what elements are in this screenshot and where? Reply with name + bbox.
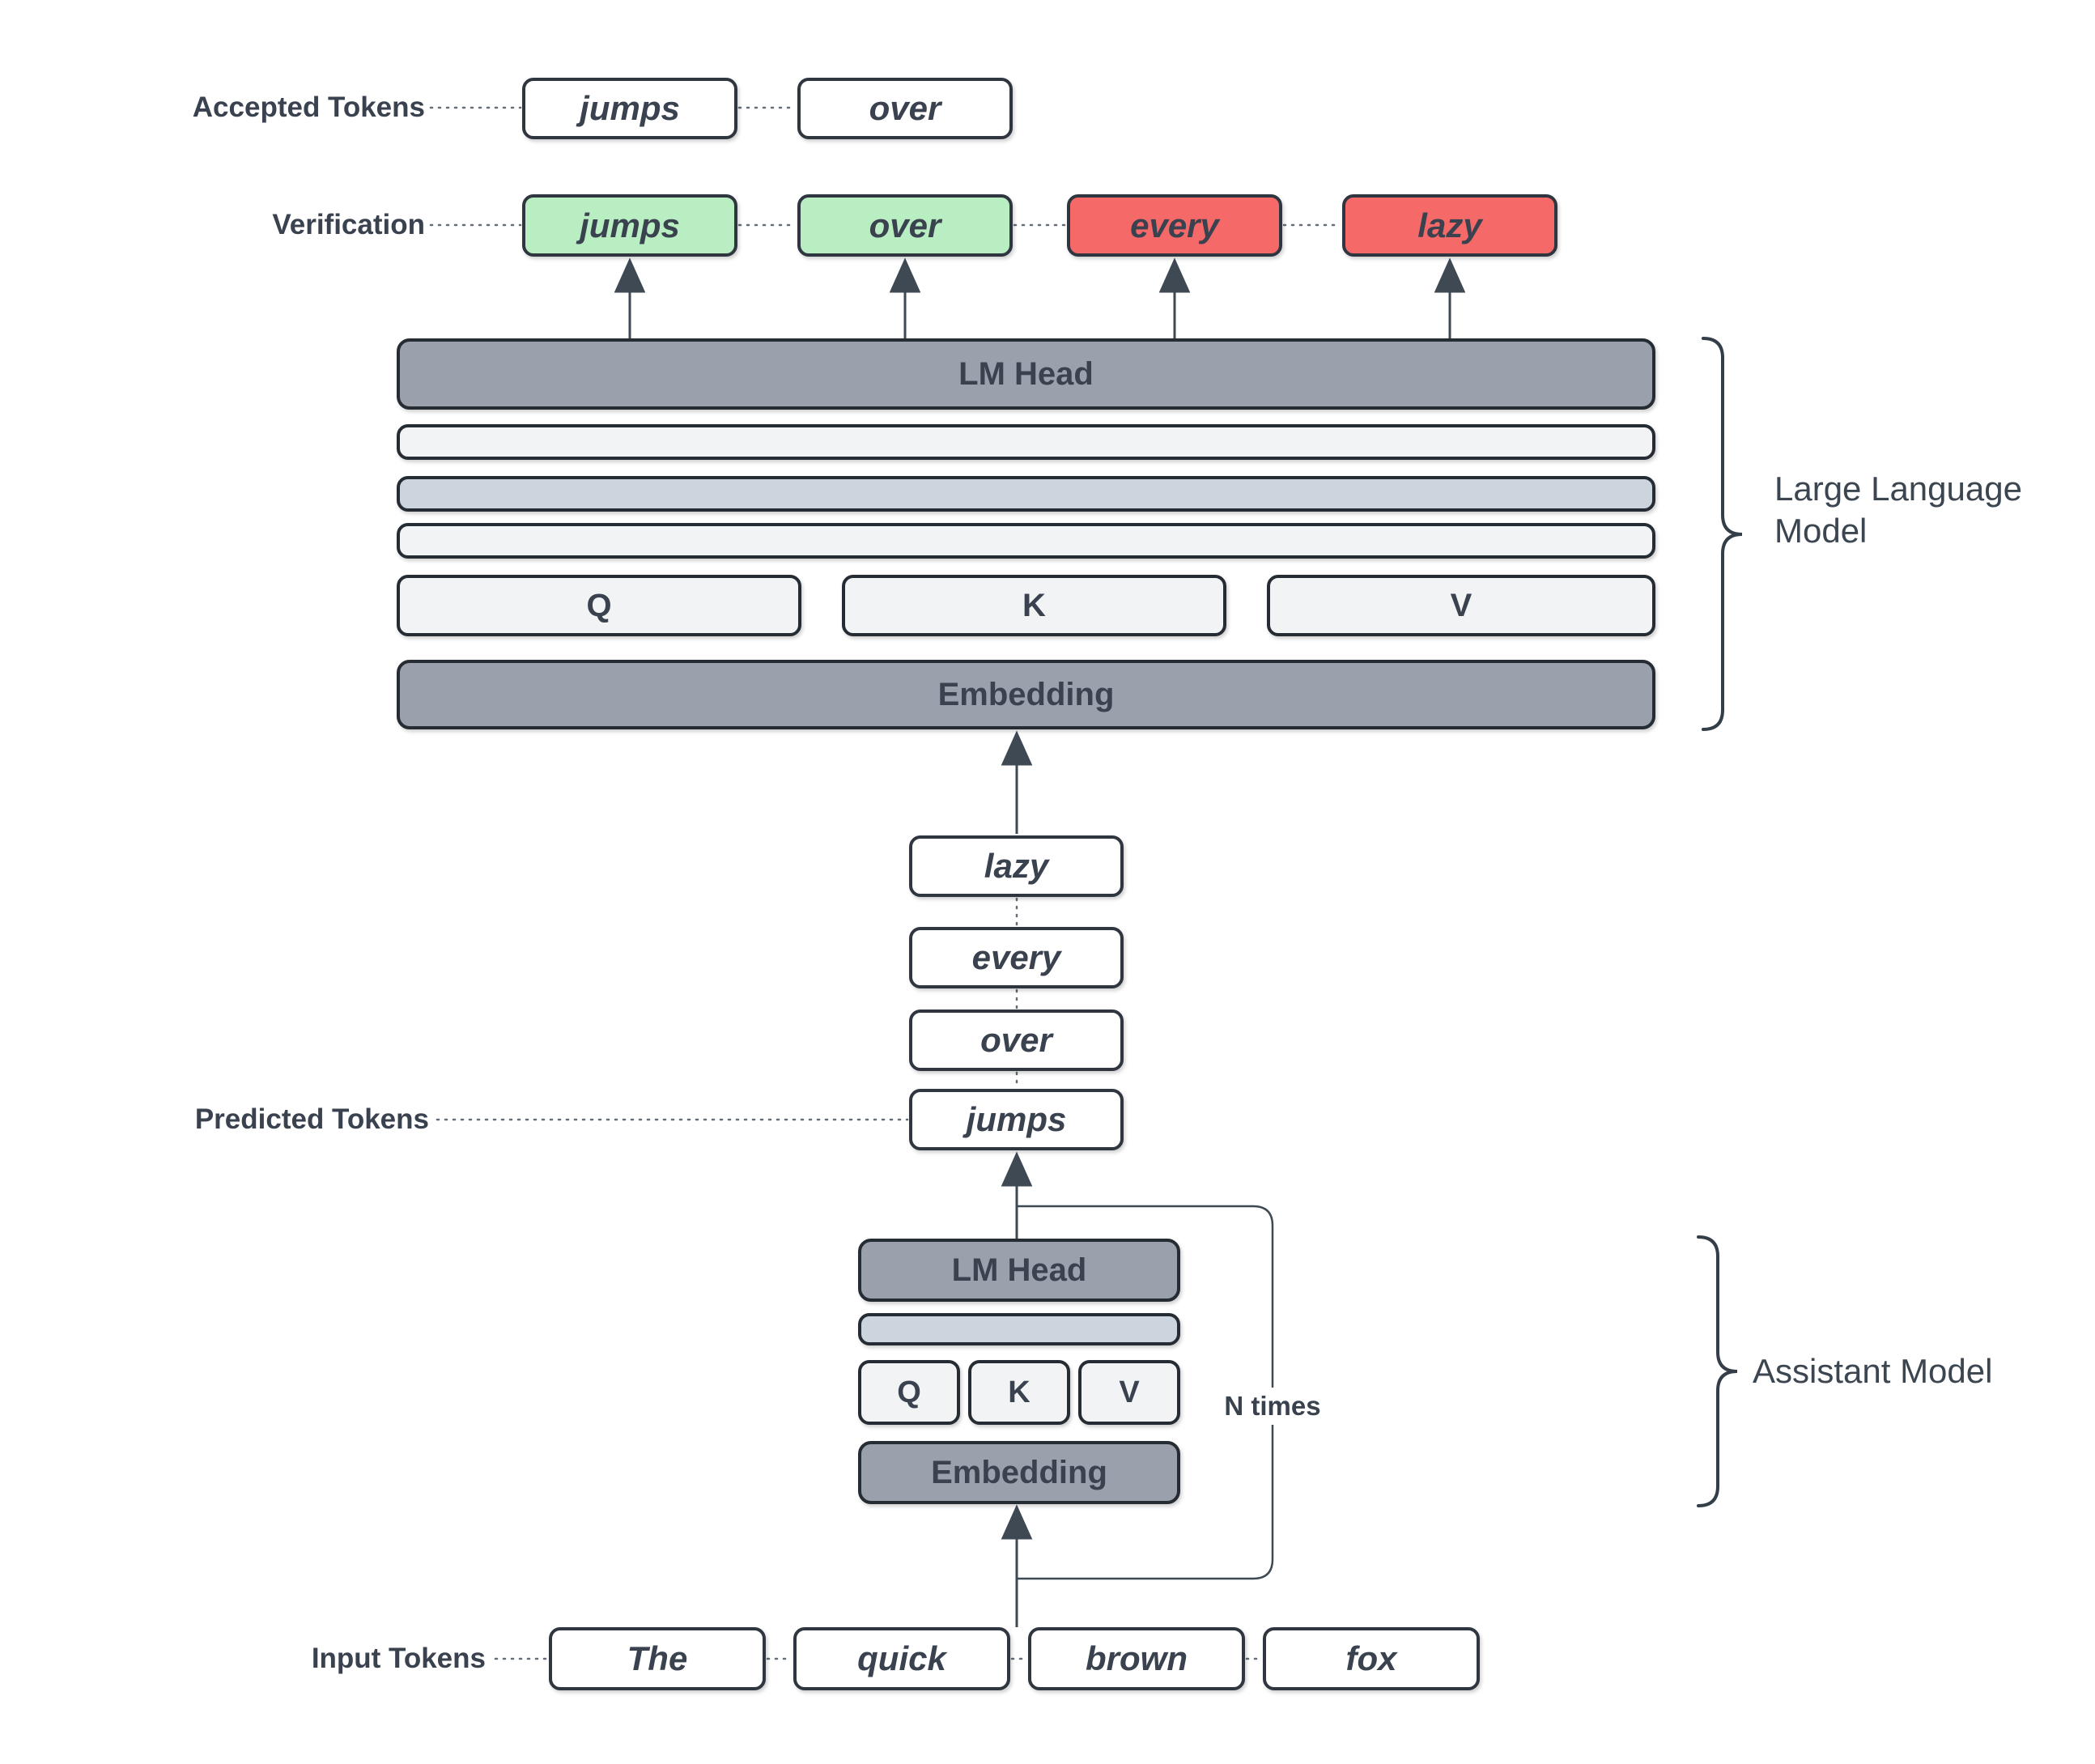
- input-token-fox: fox: [1263, 1627, 1480, 1690]
- llm-layer-2: [397, 476, 1655, 512]
- llm-brace-label: Large Language Model: [1774, 470, 2022, 550]
- llm-lm-head: LM Head: [397, 338, 1655, 410]
- predicted-tokens-label: Predicted Tokens: [194, 1103, 429, 1135]
- assistant-layer-1: [858, 1313, 1180, 1345]
- llm-embedding: Embedding: [397, 660, 1655, 729]
- n-times-label: N times: [1216, 1388, 1329, 1425]
- llm-layer-3: [397, 523, 1655, 559]
- verification-token-over: over: [797, 194, 1013, 257]
- llm-brace: [1702, 337, 1743, 731]
- predicted-to-llm-arrow: [1001, 730, 1033, 834]
- accepted-token-jumps: jumps: [522, 78, 737, 139]
- verification-token-every: every: [1067, 194, 1282, 257]
- assistant-brace: [1697, 1235, 1738, 1507]
- input-token-quick: quick: [793, 1627, 1010, 1690]
- predicted-token-lazy: lazy: [909, 835, 1124, 897]
- verification-label: Verification: [272, 209, 425, 240]
- verification-arrows: [614, 257, 1466, 338]
- assistant-v: V: [1078, 1360, 1180, 1425]
- assistant-brace-label: Assistant Model: [1753, 1352, 1993, 1390]
- accepted-token-over: over: [797, 78, 1013, 139]
- predicted-token-every: every: [909, 927, 1124, 988]
- dotted-connectors: [429, 106, 1342, 1660]
- input-tokens-label: Input Tokens: [311, 1643, 486, 1674]
- assistant-k: K: [968, 1360, 1070, 1425]
- predicted-token-jumps: jumps: [909, 1089, 1124, 1150]
- llm-q: Q: [397, 575, 801, 636]
- input-to-assistant-arrow: [1001, 1504, 1033, 1627]
- assistant-lm-head: LM Head: [858, 1239, 1180, 1302]
- llm-v: V: [1267, 575, 1655, 636]
- verification-token-lazy: lazy: [1342, 194, 1557, 257]
- assistant-to-predicted-arrow: [1001, 1151, 1033, 1239]
- input-token-the: The: [549, 1627, 766, 1690]
- input-token-brown: brown: [1028, 1627, 1245, 1690]
- llm-k: K: [842, 575, 1226, 636]
- assistant-embedding: Embedding: [858, 1441, 1180, 1504]
- assistant-q: Q: [858, 1360, 960, 1425]
- llm-layer-1: [397, 424, 1655, 460]
- verification-token-jumps: jumps: [522, 194, 737, 257]
- predicted-token-over: over: [909, 1010, 1124, 1071]
- accepted-tokens-label: Accepted Tokens: [192, 91, 425, 123]
